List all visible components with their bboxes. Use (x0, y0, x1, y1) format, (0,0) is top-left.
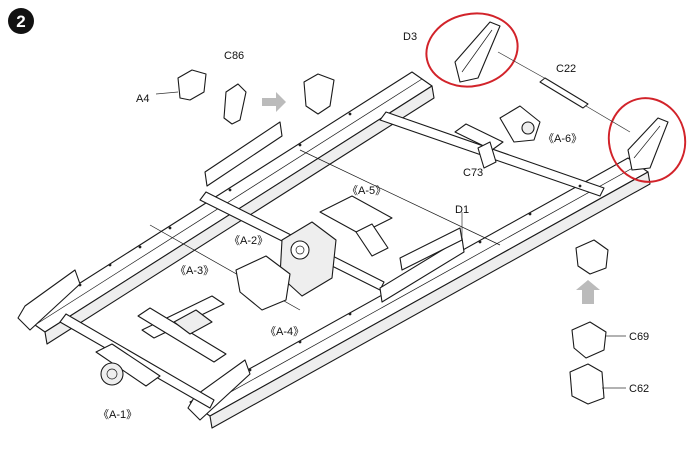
part-a4-bracket (155, 69, 207, 101)
label-c86: C86 (224, 50, 244, 62)
part-a1-hitch (95, 343, 161, 387)
label-c62: C62 (629, 383, 649, 395)
part-c69-bracket (571, 321, 626, 359)
label-a1: 《A-1》 (98, 408, 137, 421)
rail-side-plates (204, 121, 465, 303)
part-a6-bracket (499, 105, 541, 143)
rear-fin-lower (627, 117, 669, 171)
label-a6: 《A-6》 (543, 132, 582, 145)
label-c22: C22 (556, 63, 576, 75)
rail-rivets (78, 112, 582, 372)
step-number-badge-icon: 2 (8, 8, 34, 34)
label-d1: D1 (455, 204, 469, 216)
assembled-bracket (303, 73, 335, 115)
label-a3: 《A-3》 (175, 264, 214, 277)
label-a2: 《A-2》 (229, 234, 268, 247)
label-c69: C69 (629, 331, 649, 343)
part-c22-rod (497, 51, 631, 133)
label-a4: A4 (136, 93, 149, 105)
part-c73-bracket (454, 123, 504, 169)
part-a4-mount (235, 255, 291, 311)
rear-fin-upper (454, 21, 501, 83)
label-a5: 《A-5》 (347, 184, 386, 197)
inset-assembled-bracket (575, 239, 609, 275)
part-c86-bracket (223, 83, 247, 125)
lower-frame-rail (187, 157, 651, 429)
part-a5-crossmember (319, 195, 393, 257)
assembly-arrow-icon (262, 92, 286, 112)
label-d3: D3 (403, 31, 417, 43)
part-c62-bracket (569, 363, 626, 405)
highlight-circle-lower-fin (607, 97, 687, 183)
step-number: 2 (16, 12, 25, 31)
label-a4-sub: 《A-4》 (265, 325, 304, 338)
highlight-circle-upper-fin (425, 12, 519, 88)
label-c73: C73 (463, 167, 483, 179)
part-a3-spring (137, 295, 227, 363)
assembly-arrow-up-icon (576, 280, 600, 304)
